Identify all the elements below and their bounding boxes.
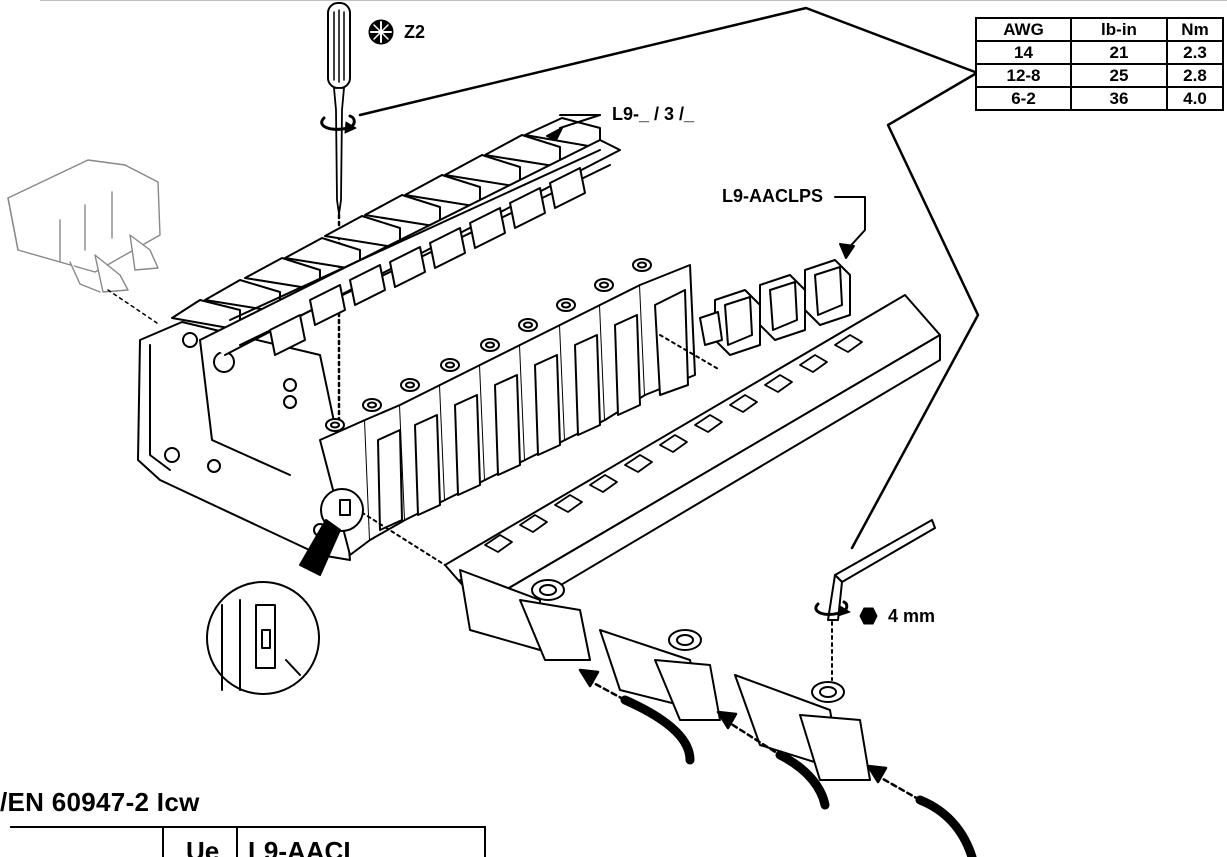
screwdriver-tip-label: Z2 [404, 22, 426, 42]
awg-cell: 12-8 [975, 63, 1072, 88]
nm-cell: 2.8 [1166, 63, 1224, 88]
rotation-arrow-icon [320, 114, 357, 134]
breaker-body [137, 321, 351, 561]
rotation-arrow-icon [814, 600, 851, 617]
table-row: 6-2 36 4.0 [975, 86, 1224, 111]
torque-table: AWG lb-in Nm 14 21 2.3 12-8 25 2.8 6-2 3… [975, 17, 1224, 111]
awg-cell: 6-2 [975, 86, 1072, 111]
awg-cell: 14 [975, 40, 1072, 65]
col-nm: Nm [1166, 17, 1224, 42]
col-lb-in: lb-in [1070, 17, 1168, 42]
lb-in-cell: 25 [1070, 63, 1168, 88]
spec-table-rule [10, 826, 486, 828]
hex-key-size-label: 4 mm [888, 606, 936, 626]
spec-table-divider [162, 826, 164, 857]
accessory-block [7, 159, 161, 326]
phillips-head-icon [368, 19, 394, 45]
phillips-screwdriver-icon [327, 2, 351, 422]
hex-socket-icon [859, 607, 878, 625]
nm-cell: 2.3 [1166, 40, 1224, 65]
breaker-model-label: L9-_ / 3 /_ [612, 104, 695, 124]
col-ue: Ue [186, 836, 220, 857]
table-row: 12-8 25 2.8 [975, 63, 1224, 88]
top-rule [40, 0, 1227, 1]
detail-magnifier [206, 488, 364, 695]
wires [578, 668, 977, 857]
leader-arrow [546, 114, 866, 259]
lb-in-cell: 21 [1070, 40, 1168, 65]
spec-title: /EN 60947-2 Icw [0, 787, 200, 817]
col-awg: AWG [975, 17, 1072, 42]
spec-table-divider [236, 826, 238, 857]
spec-table-divider [484, 826, 486, 857]
table-row: 14 21 2.3 [975, 40, 1224, 65]
nm-cell: 4.0 [1166, 86, 1224, 111]
lug-cover-model-label: L9-AACLPS [722, 186, 824, 206]
torque-table-header: AWG lb-in Nm [975, 17, 1224, 42]
lug-terminals [459, 569, 871, 781]
spec-table: Ue L9-AACL [0, 826, 486, 857]
hex-key-icon [827, 519, 936, 681]
col-model: L9-AACL [248, 836, 360, 857]
leader-lines [358, 6, 980, 550]
lb-in-cell: 36 [1070, 86, 1168, 111]
lug-covers [699, 259, 851, 356]
